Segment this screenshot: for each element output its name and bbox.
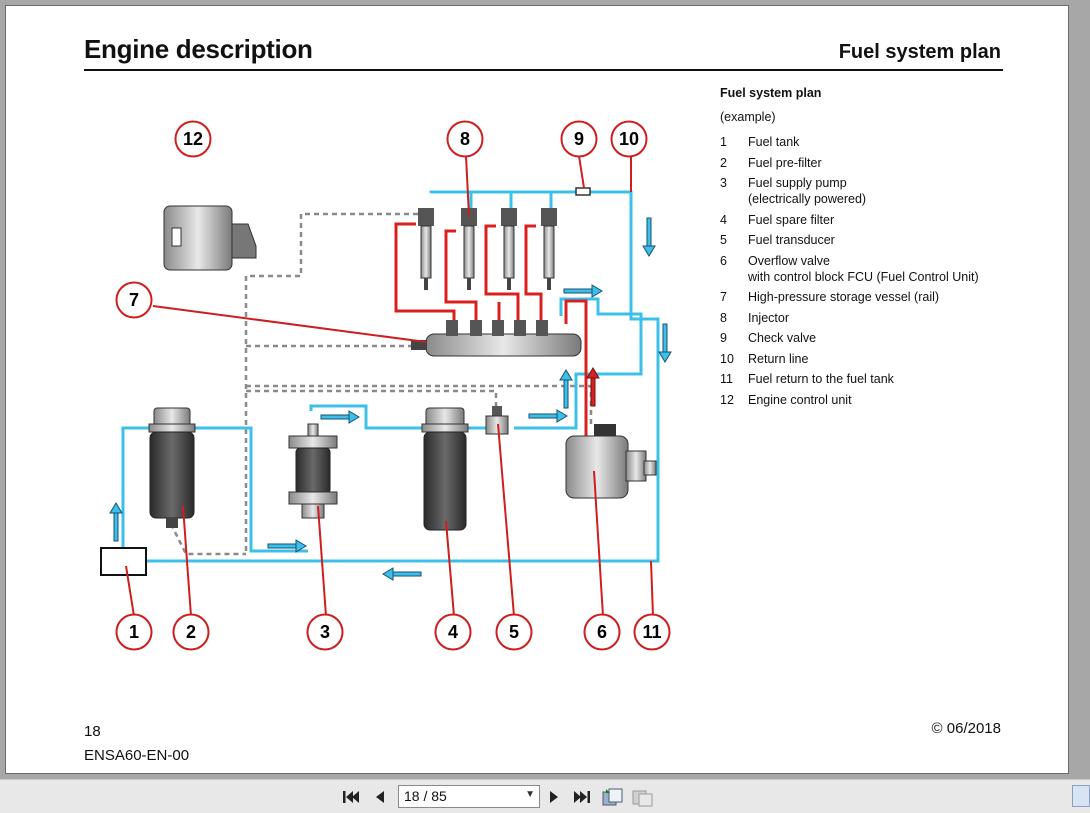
control-lines [169, 212, 593, 556]
page-indicator: 18 / 85 [404, 788, 447, 804]
svg-text:11: 11 [642, 622, 661, 642]
fuel-tank [100, 547, 147, 576]
callout-leaders [125, 155, 654, 617]
callouts: 1 2 3 4 5 6 7 8 9 10 11 12 [115, 120, 671, 651]
prev-page-icon[interactable] [369, 786, 391, 808]
page-title: Engine description [84, 34, 313, 64]
svg-text:4: 4 [448, 622, 458, 642]
next-page-icon[interactable] [543, 786, 565, 808]
zoom-fit-icon[interactable] [602, 786, 624, 808]
callout-8: 8 [446, 120, 484, 158]
svg-text:7: 7 [129, 290, 139, 310]
high-pressure-arrow [586, 367, 600, 407]
header-rule [84, 69, 1003, 71]
fuel-system-diagram: 1 2 3 4 5 6 7 8 9 10 11 12 [100, 120, 672, 651]
callout-2: 2 [172, 613, 210, 651]
last-page-icon[interactable] [571, 786, 593, 808]
first-page-icon[interactable] [340, 786, 362, 808]
svg-text:6: 6 [597, 622, 607, 642]
callout-6: 6 [583, 613, 621, 651]
fuel-transducer [485, 406, 509, 435]
callout-4: 4 [434, 613, 472, 651]
svg-text:2: 2 [186, 622, 196, 642]
zoom-alt-icon[interactable] [632, 786, 654, 808]
legend-title: Fuel system plan [720, 86, 822, 100]
callout-12: 12 [174, 120, 212, 158]
callout-11: 11 [633, 613, 671, 651]
svg-text:12: 12 [183, 129, 203, 149]
legend-subtitle: (example) [720, 110, 776, 124]
svg-text:1: 1 [129, 622, 139, 642]
injectors [418, 208, 557, 290]
spare-filter [421, 407, 469, 531]
copyright: © 06/2018 [931, 720, 1001, 737]
flow-arrows [109, 217, 672, 581]
engine-control-unit [163, 205, 257, 271]
footer-left: 18 ENSA60-EN-00 [84, 720, 189, 768]
page-selector[interactable]: 18 / 85 ▼ [398, 785, 540, 808]
callout-9: 9 [560, 120, 598, 158]
callout-1: 1 [115, 613, 153, 651]
svg-text:9: 9 [574, 129, 584, 149]
callout-10: 10 [610, 120, 648, 158]
callout-5: 5 [495, 613, 533, 651]
overflow-valve [565, 424, 657, 499]
svg-text:8: 8 [460, 129, 470, 149]
callout-3: 3 [306, 613, 344, 651]
svg-text:5: 5 [509, 622, 519, 642]
viewer-toolbar: 18 / 85 ▼ [0, 779, 1090, 813]
svg-text:10: 10 [619, 129, 639, 149]
svg-text:3: 3 [320, 622, 330, 642]
high-pressure-lines [394, 222, 588, 436]
doc-code: ENSA60-EN-00 [84, 747, 190, 764]
check-valve [575, 187, 591, 196]
page-number: 18 [84, 723, 101, 740]
return-lines [121, 190, 660, 563]
document-page: Engine description Fuel system plan [5, 5, 1069, 774]
pre-filter [148, 407, 196, 528]
section-title: Fuel system plan [838, 41, 1001, 63]
sidebar-toggle[interactable] [1072, 785, 1090, 807]
chevron-down-icon[interactable]: ▼ [525, 789, 535, 800]
callout-7: 7 [115, 281, 153, 319]
supply-pump [288, 423, 338, 519]
high-pressure-rail [411, 320, 582, 357]
